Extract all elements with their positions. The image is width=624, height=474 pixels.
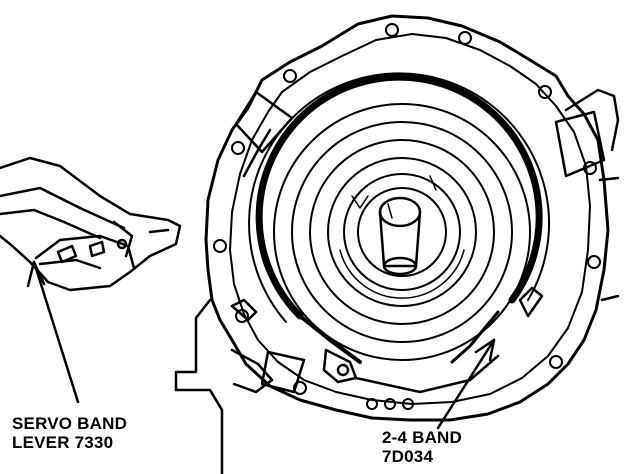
servo-leader-arrowhead — [26, 260, 46, 288]
band-2-4-label: 2-4 BAND 7D034 — [382, 428, 462, 466]
leader-lines — [26, 260, 496, 430]
input-shaft — [378, 196, 422, 276]
band-2-4 — [248, 72, 551, 364]
band-label-line-1: 2-4 BAND — [382, 428, 463, 447]
band-label-line-2: 7D034 — [382, 447, 434, 466]
case-bolts — [213, 23, 601, 410]
case-upper-left-cavity — [234, 90, 294, 178]
case-lower-left — [174, 298, 306, 474]
band-leader-line — [436, 338, 496, 430]
case-right-extension — [554, 88, 620, 302]
servo-band-lever-label: SERVO BAND LEVER 7330 — [12, 414, 127, 452]
servo-label-line-2: LEVER 7330 — [12, 433, 114, 452]
band-leader-arrowhead — [474, 338, 496, 362]
servo-label-line-1: SERVO BAND — [12, 414, 128, 433]
transmission-case — [204, 14, 610, 422]
servo-leader-line — [32, 260, 80, 404]
band-anchor — [230, 298, 500, 394]
clutch-drum — [273, 103, 531, 361]
servo-band-lever — [0, 156, 182, 292]
